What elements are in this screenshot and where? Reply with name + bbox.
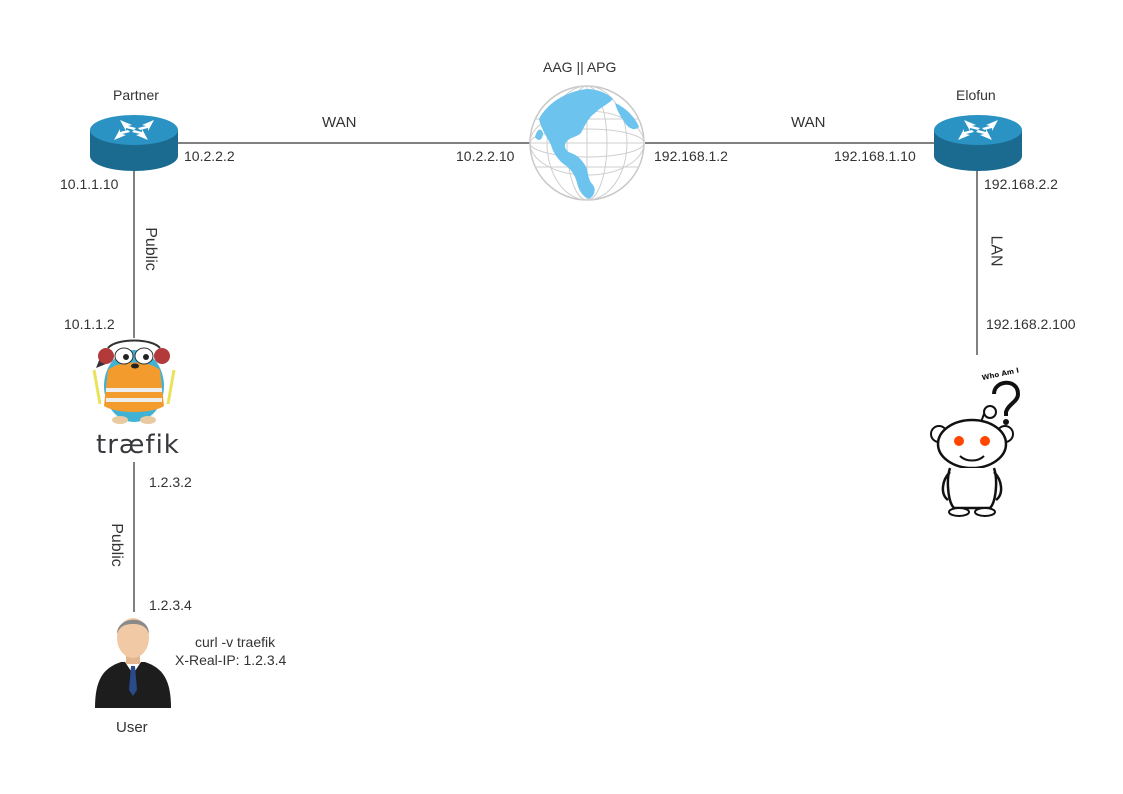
lan-label: LAN xyxy=(987,235,1005,267)
public-label-bottom: Public xyxy=(107,523,125,567)
curl-command: curl -v traefik xyxy=(195,634,276,650)
elofun-label: Elofun xyxy=(956,87,996,103)
globe-label: AAG || APG xyxy=(543,59,617,75)
ip-traefik-public: 10.1.1.2 xyxy=(64,316,115,332)
ip-partner-wan: 10.2.2.2 xyxy=(184,148,235,164)
wan-label-left: WAN xyxy=(322,114,357,131)
ip-traefik-user-side: 1.2.3.2 xyxy=(149,474,192,490)
svg-text:Who Am I: Who Am I xyxy=(981,366,1020,382)
elofun-router-icon xyxy=(934,115,1022,171)
wan-label-right: WAN xyxy=(791,114,826,131)
whoami-robot-icon: Who Am I xyxy=(930,366,1021,517)
traefik-wordmark: træfik xyxy=(96,430,180,460)
user-icon xyxy=(95,618,171,708)
globe-icon xyxy=(529,85,645,201)
traefik-gopher-icon xyxy=(92,339,176,424)
ip-user: 1.2.3.4 xyxy=(149,597,192,613)
ip-partner-public: 10.1.1.10 xyxy=(60,176,119,192)
user-label: User xyxy=(116,719,148,736)
ip-globe-right: 192.168.1.2 xyxy=(654,148,728,164)
partner-router-icon xyxy=(90,115,178,171)
partner-label: Partner xyxy=(113,87,159,103)
ip-globe-left: 10.2.2.10 xyxy=(456,148,515,164)
ip-whoami: 192.168.2.100 xyxy=(986,316,1076,332)
ip-elofun-wan: 192.168.1.10 xyxy=(834,148,916,164)
ip-elofun-lan: 192.168.2.2 xyxy=(984,176,1058,192)
public-label-top: Public xyxy=(141,227,159,271)
x-real-ip-header: X-Real-IP: 1.2.3.4 xyxy=(175,652,287,668)
